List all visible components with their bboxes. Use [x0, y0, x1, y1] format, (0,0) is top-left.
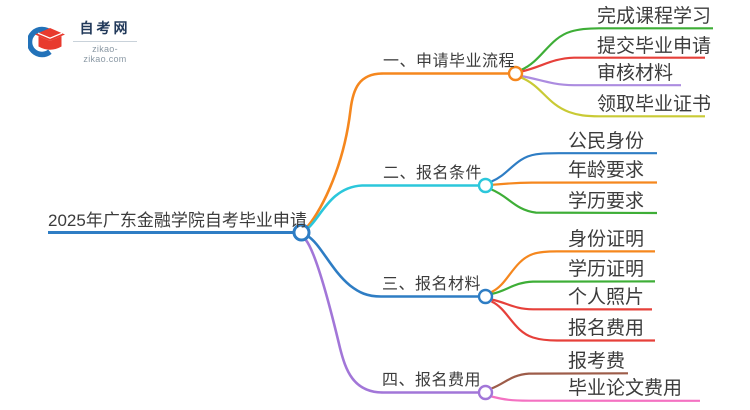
graduation-cap-icon: [28, 26, 65, 58]
branch-4-child-2-connector: [491, 395, 701, 402]
branch-1-child-3-label: 审核材料: [597, 63, 674, 84]
branch-1-child-3-connector: [521, 74, 681, 87]
branch-1-child-1-connector: [520, 27, 713, 72]
branch-2-node-circle: [477, 177, 494, 194]
site-url: zikao-zikao.com: [83, 44, 127, 64]
logo-crescent: [28, 26, 58, 58]
branch-1-label: 一、申请毕业流程: [383, 53, 516, 70]
branch-3-child-3-label: 个人照片: [568, 287, 645, 308]
branch-3-child-4-connector: [490, 300, 655, 342]
logo-divider: [73, 41, 137, 42]
branch-4-label: 四、报名费用: [382, 372, 482, 389]
branch-3-node-circle: [477, 288, 494, 305]
root-topic-label: 2025年广东金融学院自考毕业申请: [48, 211, 307, 230]
branch-4-node-circle: [477, 384, 494, 401]
branch-2-child-1-label: 公民身份: [568, 131, 645, 152]
logo-cap-body: [38, 36, 62, 50]
logo-cap-highlight: [37, 32, 63, 39]
branch-3-child-2-label: 学历证明: [568, 259, 645, 280]
branch-1-child-4-connector: [520, 76, 705, 118]
branch-4-child-1-connector: [491, 372, 629, 390]
logo: 自考网 zikao-zikao.com: [28, 18, 137, 64]
branch-4-child-1-label: 报考费: [568, 351, 626, 372]
branch-2-child-2-label: 年龄要求: [568, 160, 645, 181]
branch-2-child-3-label: 学历要求: [568, 191, 645, 212]
branch-1-child-2-connector: [521, 56, 705, 73]
site-name: 自考网: [79, 20, 131, 36]
branch-3-label: 三、报名材料: [382, 276, 482, 293]
logo-text: 自考网 zikao-zikao.com: [73, 18, 137, 64]
branch-2-child-1-connector: [491, 152, 657, 183]
branch-3-connector: [306, 234, 479, 298]
root-node-circle: [292, 223, 311, 242]
branch-3-child-4-label: 报名费用: [568, 318, 645, 339]
branch-2-child-3-connector: [491, 188, 658, 215]
branch-1-connector: [305, 72, 509, 229]
branch-1-node-circle: [507, 65, 524, 82]
branch-3-child-2-connector: [491, 280, 656, 296]
branch-1-child-2-label: 提交毕业申请: [597, 36, 712, 57]
branch-1-child-4-label: 领取毕业证书: [597, 94, 712, 115]
branch-3-child-3-connector: [491, 298, 653, 311]
branch-4-child-2-label: 毕业论文费用: [568, 378, 683, 399]
branch-3-child-1-connector: [490, 250, 655, 294]
branch-4-connector: [304, 238, 478, 394]
branch-2-label: 二、报名条件: [383, 165, 483, 182]
branch-1-child-1-label: 完成课程学习: [597, 6, 712, 27]
branch-3-child-1-label: 身份证明: [568, 229, 645, 250]
branch-2-child-2-connector: [491, 181, 658, 186]
branch-2-connector: [306, 184, 479, 230]
logo-cap-top: [35, 28, 65, 41]
